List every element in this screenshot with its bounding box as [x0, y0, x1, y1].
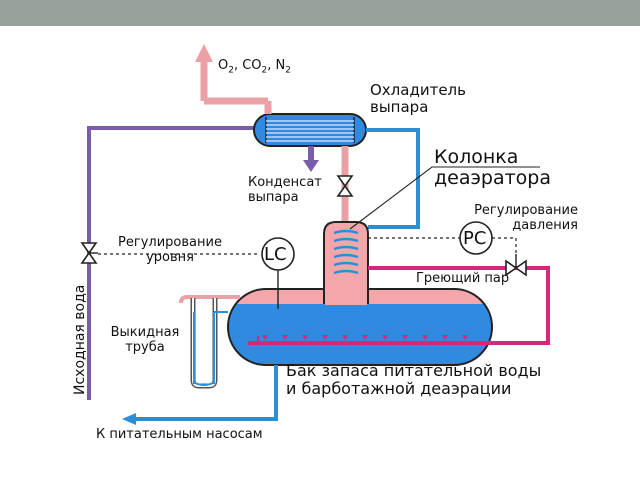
source-water-label: Исходная вода	[72, 284, 88, 395]
level-controller-icon[interactable]	[261, 237, 295, 271]
source-water-valve-icon[interactable]	[80, 242, 98, 264]
pump-outlet-line	[122, 365, 278, 425]
heating-steam-label: Греющий пар	[416, 271, 510, 286]
pressure-controller-label: PC	[463, 228, 487, 249]
pump-outlet-arrow-icon	[122, 413, 136, 425]
pressure-signal-lines	[368, 237, 517, 254]
sparger-nozzles	[262, 335, 468, 340]
vapor-cooler	[253, 113, 367, 147]
condensate-arrow-icon	[303, 160, 319, 172]
gas-composition-label: O2, CO2, N2	[218, 58, 292, 76]
source-water-line	[87, 126, 256, 400]
condensate-valve-icon[interactable]	[336, 175, 354, 197]
condensate-outlet	[303, 146, 319, 172]
deaerator-column	[323, 221, 369, 305]
top-bar	[0, 0, 640, 26]
feedwater-tank	[227, 288, 493, 366]
gas-outlet-arrow-icon	[195, 44, 213, 62]
cooled-water-line	[366, 128, 420, 229]
steam-valve-icon[interactable]	[505, 254, 527, 277]
level-controller-label: LC	[264, 244, 287, 265]
label-pointers	[349, 166, 540, 230]
level-signal-lines	[98, 253, 279, 309]
pressure-controller-icon[interactable]	[459, 221, 493, 255]
column-trays	[333, 229, 359, 275]
to-pumps-label: К питательным насосам	[96, 427, 263, 442]
overflow-pipe	[179, 295, 240, 389]
vapor-outlet-pipe	[195, 44, 268, 105]
heating-steam-line	[248, 266, 550, 345]
